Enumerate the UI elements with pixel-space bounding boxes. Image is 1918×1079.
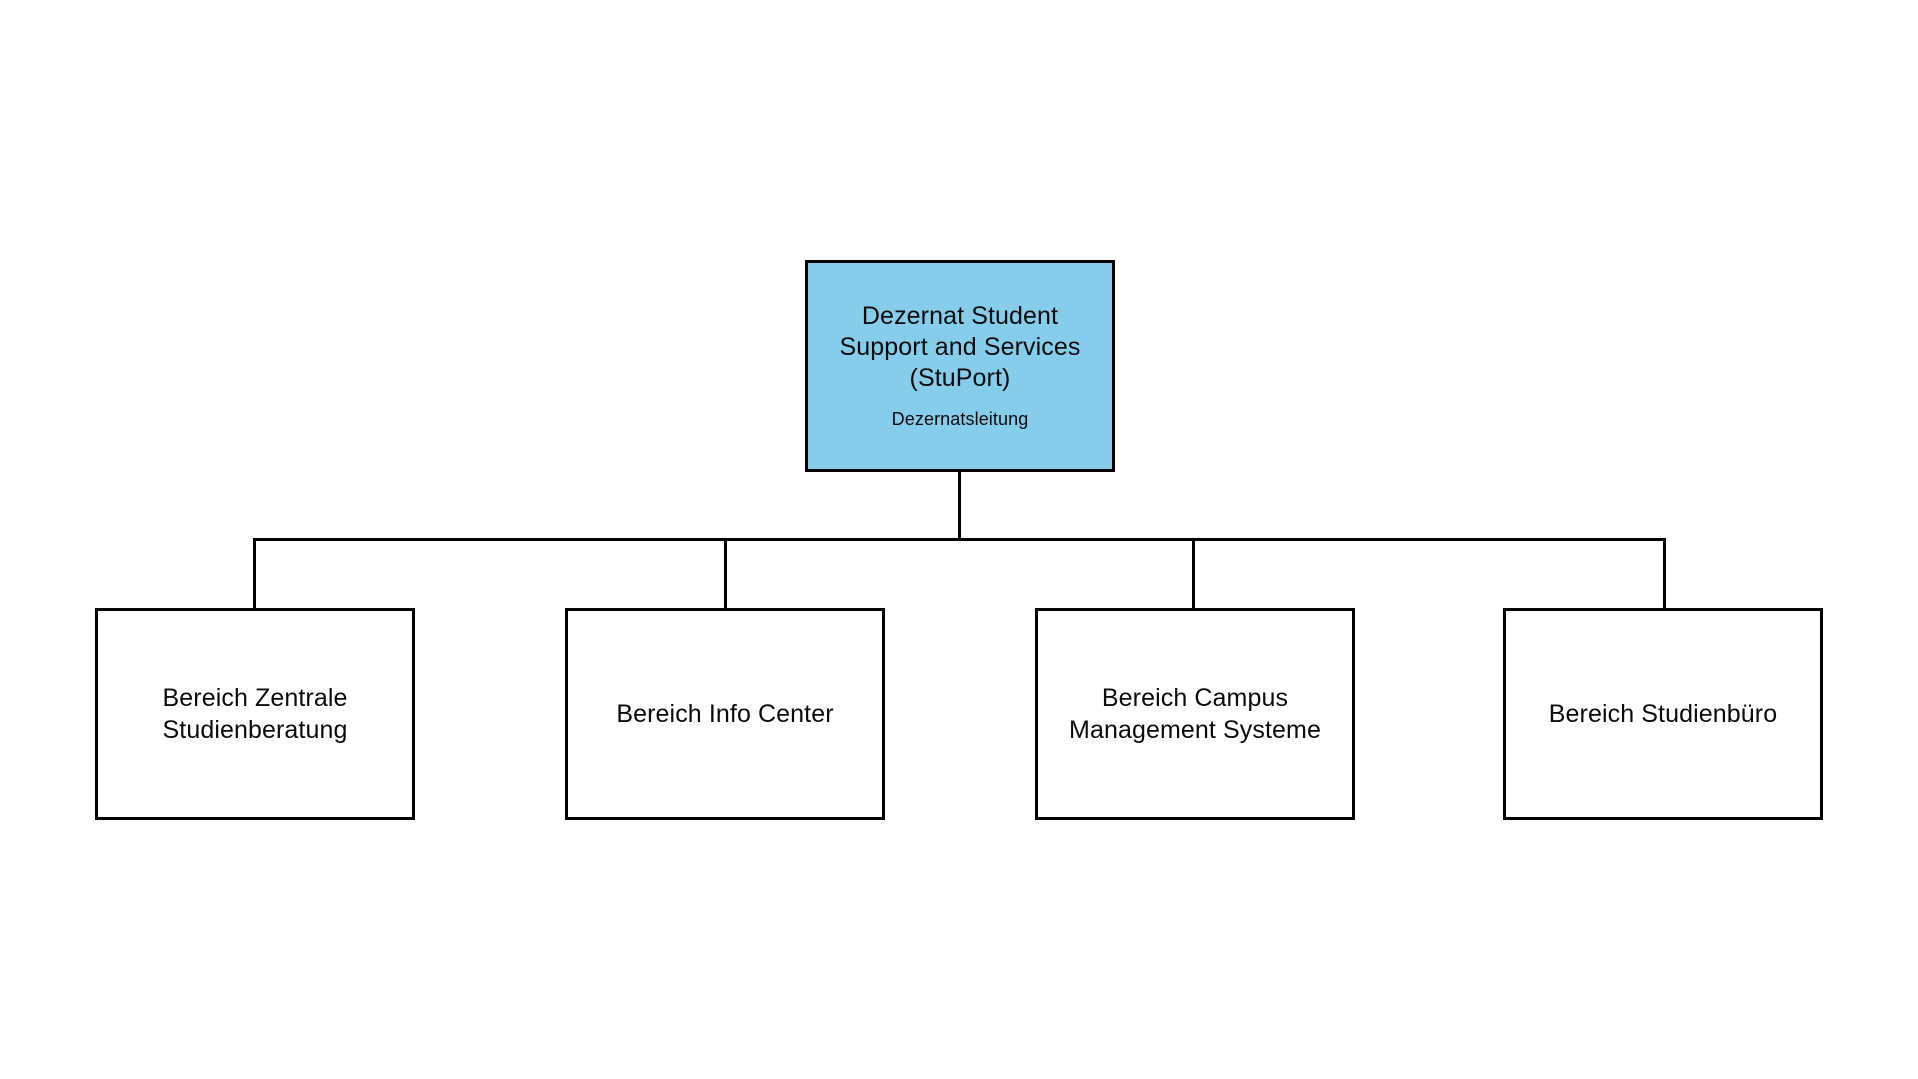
connector-drop-studienbuero bbox=[1663, 538, 1666, 610]
org-node-zentrale-studienberatung[interactable]: Bereich Zentrale Studienberatung bbox=[95, 608, 415, 820]
org-node-label: Bereich Studienbüro bbox=[1548, 700, 1778, 728]
org-node-campus-management-systeme[interactable]: Bereich Campus Management Systeme bbox=[1035, 608, 1355, 820]
org-node-label: Bereich Zentrale Studienberatung bbox=[162, 684, 348, 744]
org-node-root-subtitle: Dezernatsleitung bbox=[891, 408, 1029, 429]
org-node-studienbuero[interactable]: Bereich Studienbüro bbox=[1503, 608, 1823, 820]
org-node-root-stuport[interactable]: Dezernat Student Support and Services (S… bbox=[805, 260, 1115, 472]
connector-drop-campus-management-systeme bbox=[1192, 538, 1195, 610]
connector-drop-zentrale-studienberatung bbox=[253, 538, 256, 610]
org-node-info-center[interactable]: Bereich Info Center bbox=[565, 608, 885, 820]
connector-root-stem bbox=[958, 472, 961, 541]
connector-horizontal-bus bbox=[253, 538, 1666, 541]
org-node-label: Bereich Campus Management Systeme bbox=[1069, 684, 1321, 744]
org-node-label: Bereich Info Center bbox=[616, 700, 834, 728]
org-node-root-title: Dezernat Student Support and Services (S… bbox=[839, 301, 1081, 392]
connector-drop-info-center bbox=[724, 538, 727, 610]
